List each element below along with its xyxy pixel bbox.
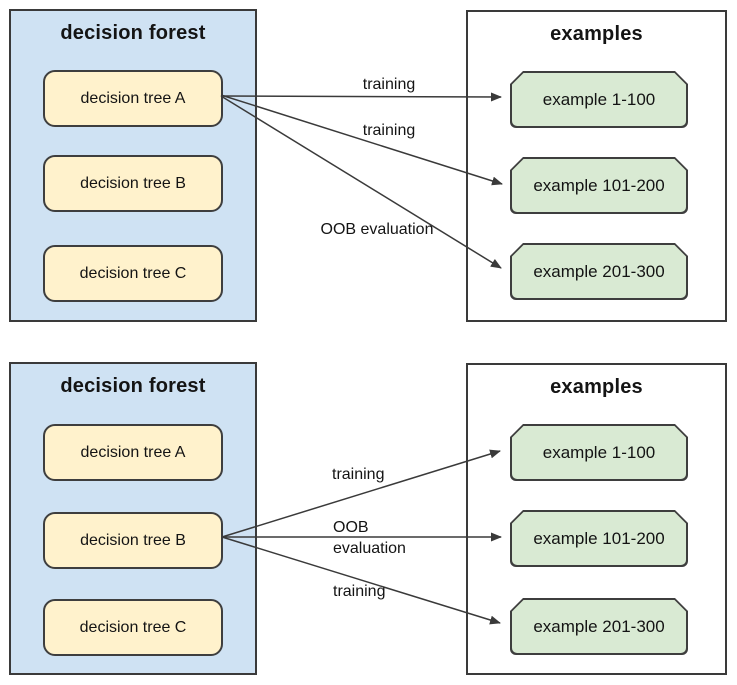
example-201-300-node-bottom: example 201-300	[510, 598, 688, 655]
decision-tree-b-label-top: decision tree B	[80, 174, 186, 192]
decision-forest-container-bottom: decision forest decision tree A decision…	[9, 362, 257, 675]
example-201-300-node-top: example 201-300	[510, 243, 688, 300]
decision-tree-c-node-bottom: decision tree C	[43, 599, 223, 656]
arrow-label-training-top-2: training	[362, 122, 416, 139]
arrow-treeA-to-ex2-training	[220, 94, 503, 186]
examples-title-bottom: examples	[550, 376, 643, 398]
decision-tree-a-label-top: decision tree A	[80, 89, 186, 107]
decision-forest-container-top: decision forest decision tree A decision…	[9, 9, 257, 322]
decision-tree-a-label-bottom: decision tree A	[80, 443, 186, 461]
decision-forest-title-top: decision forest	[60, 22, 206, 44]
example-201-300-label-bottom: example 201-300	[533, 616, 665, 636]
example-1-100-label-bottom: example 1-100	[542, 442, 656, 462]
decision-tree-c-label-bottom: decision tree C	[79, 618, 187, 636]
example-101-200-node-bottom: example 101-200	[510, 510, 688, 567]
decision-tree-c-node-top: decision tree C	[43, 245, 223, 302]
arrow-label-training-bottom-1: training	[332, 466, 385, 483]
decision-forest-title-bottom: decision forest	[60, 375, 206, 397]
arrow-label-oob-evaluation-top: OOB evaluation	[320, 221, 434, 238]
arrow-label-oob-evaluation-bottom: OOB evaluation	[333, 519, 406, 557]
decision-tree-a-node-top: decision tree A	[43, 70, 223, 127]
example-101-200-node-top: example 101-200	[510, 157, 688, 214]
decision-tree-b-node-top: decision tree B	[43, 155, 223, 212]
decision-tree-b-label-bottom: decision tree B	[80, 531, 186, 549]
examples-container-bottom: examples example 1-100 example 101-200 e…	[466, 363, 727, 675]
decision-tree-a-node-bottom: decision tree A	[43, 424, 223, 481]
example-101-200-label-top: example 101-200	[533, 175, 665, 195]
arrow-label-training-bottom-2: training	[333, 583, 386, 600]
decision-tree-c-label-top: decision tree C	[79, 264, 187, 282]
arrow-treeA-to-ex1-training	[220, 92, 502, 102]
arrow-label-training-top-1: training	[362, 76, 416, 93]
example-1-100-label-top: example 1-100	[542, 89, 656, 109]
examples-container-top: examples example 1-100 example 101-200 e…	[466, 10, 727, 322]
decision-tree-b-node-bottom: decision tree B	[43, 512, 223, 569]
example-1-100-node-bottom: example 1-100	[510, 424, 688, 481]
examples-title-top: examples	[550, 23, 643, 45]
example-101-200-label-bottom: example 101-200	[533, 528, 665, 548]
example-1-100-node-top: example 1-100	[510, 71, 688, 128]
arrow-treeA-to-ex3-oob-evaluation	[220, 95, 502, 269]
example-201-300-label-top: example 201-300	[533, 261, 665, 281]
